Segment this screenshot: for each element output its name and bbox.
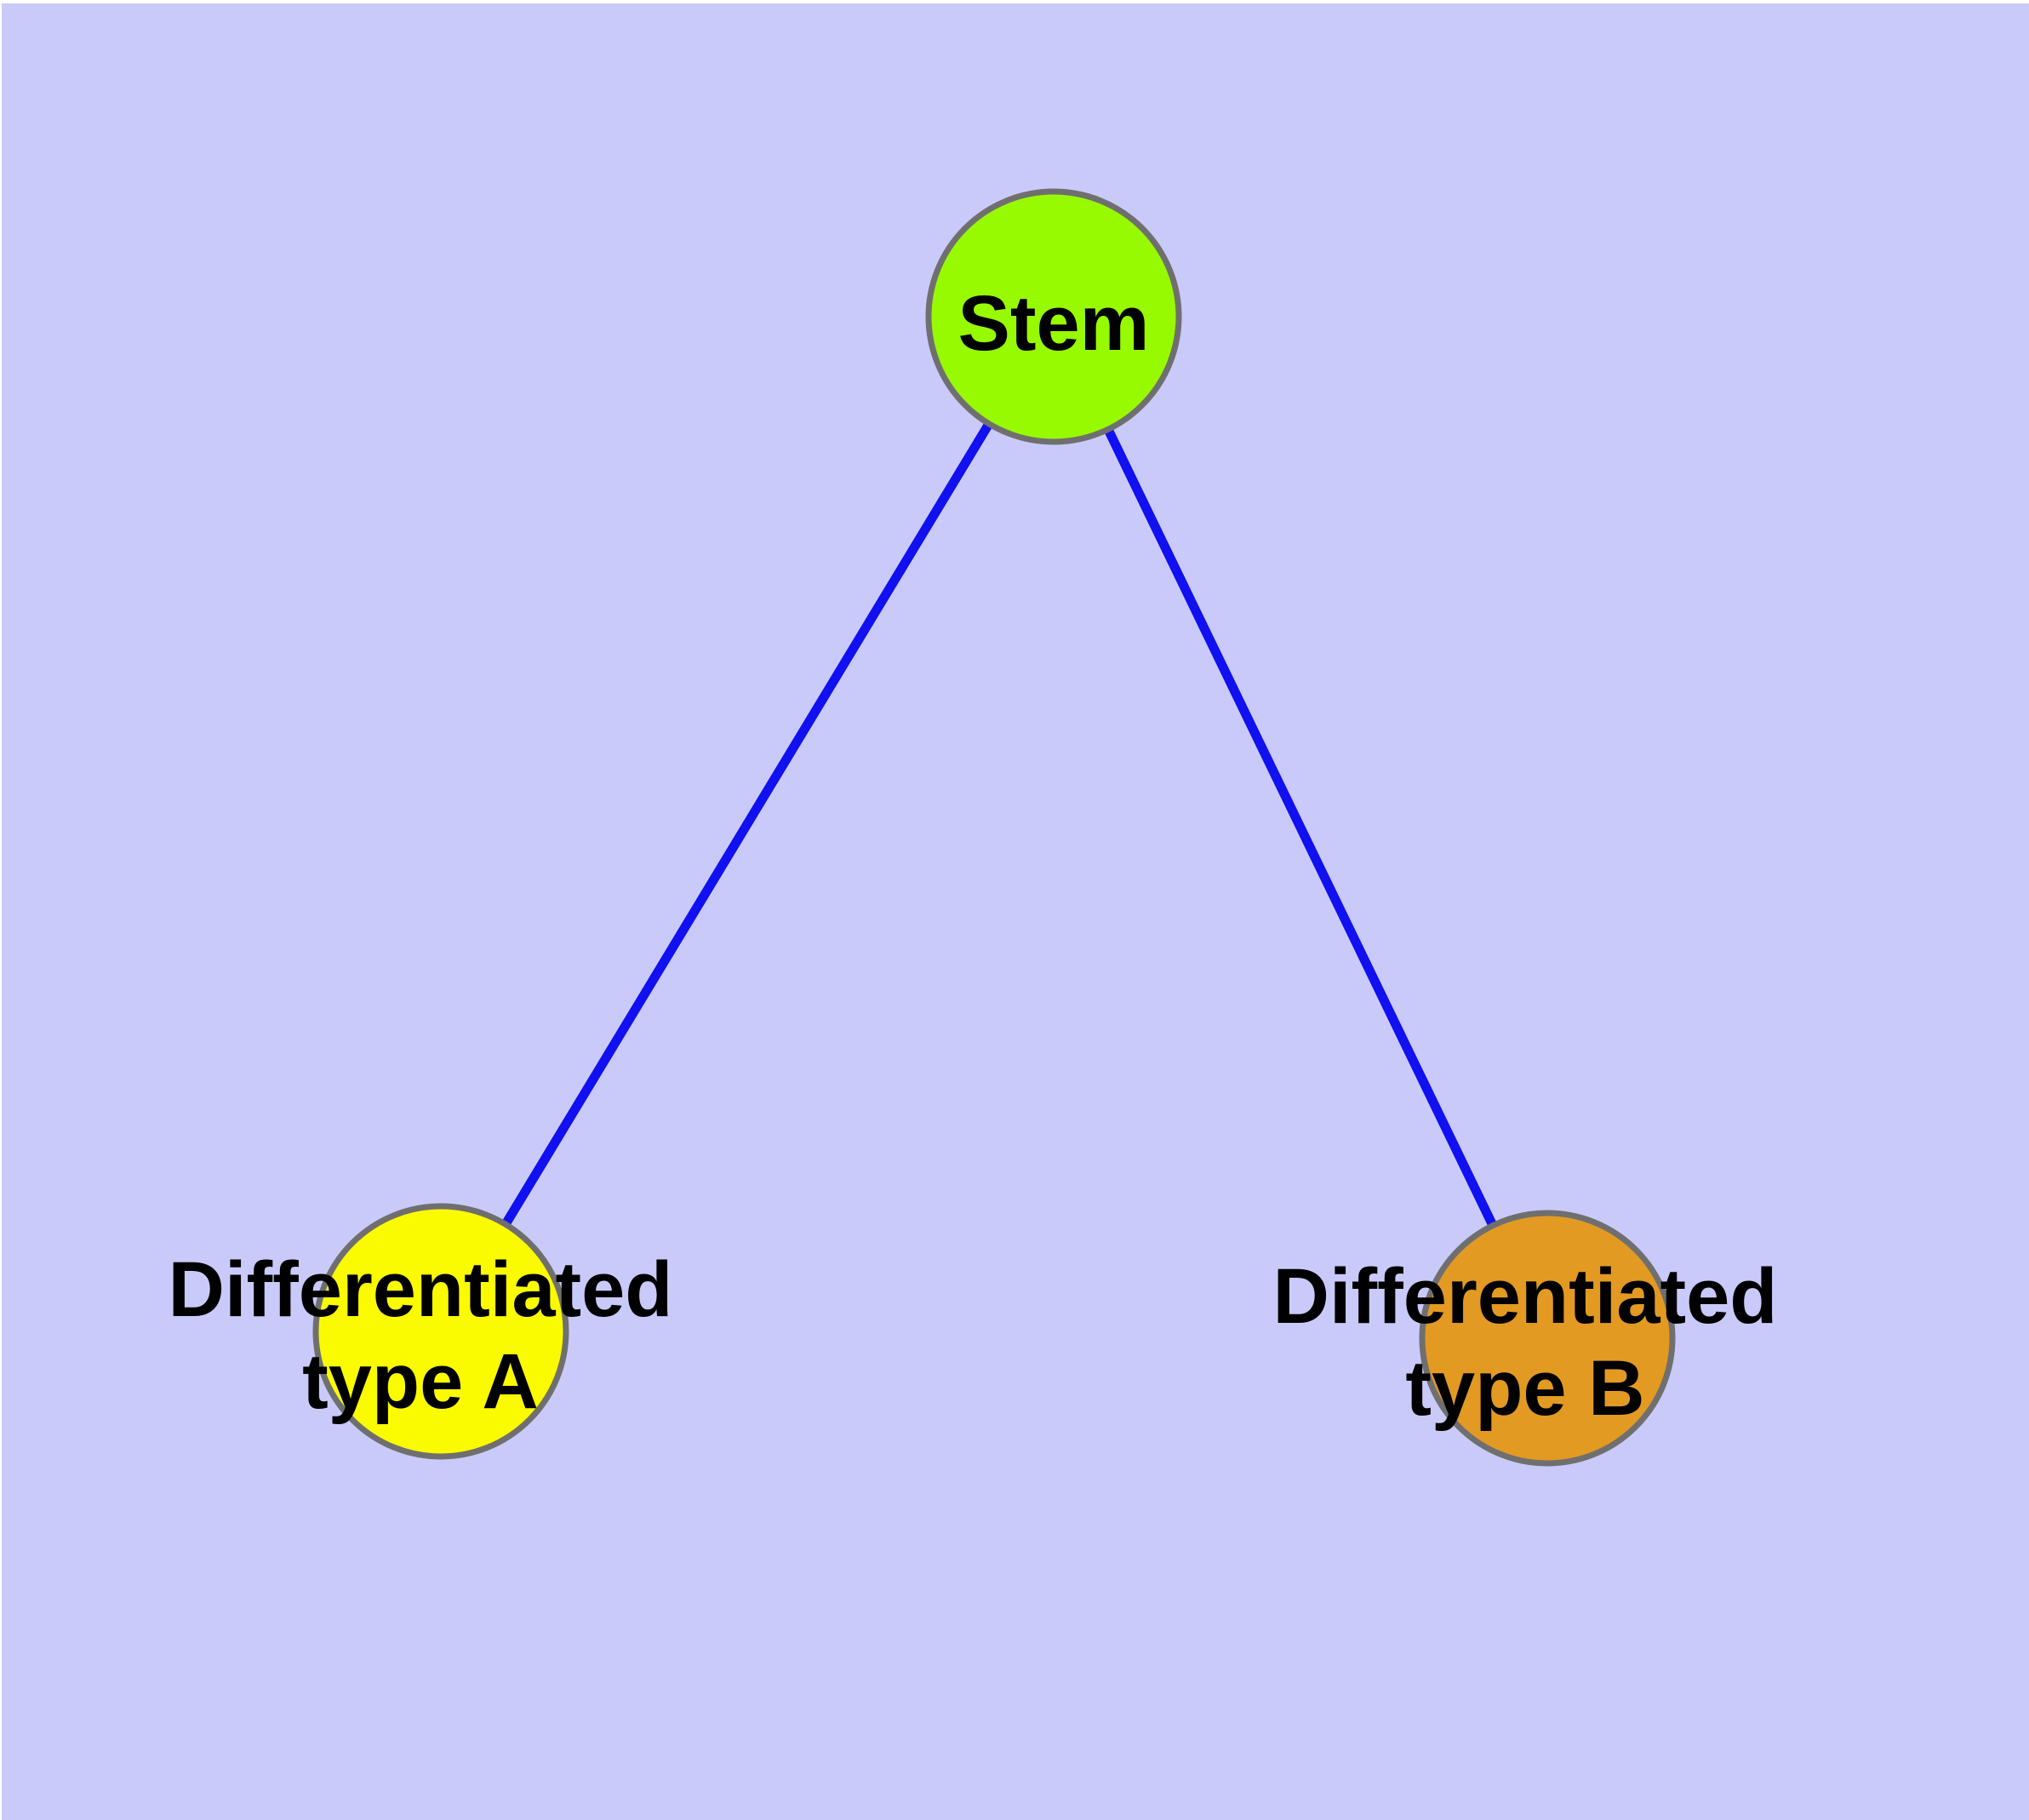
- edge-stem-to-type-b: [1049, 314, 1552, 1341]
- node-type-b-label-line2: type B: [1405, 1345, 1645, 1432]
- node-type-b-label: Differentiated type B: [1273, 1251, 1778, 1434]
- node-stem-label-text: Stem: [957, 280, 1150, 367]
- node-stem-circle: [925, 188, 1182, 445]
- node-stem-label: Stem: [958, 278, 1150, 369]
- node-type-a-label-line1: Differentiated: [168, 1246, 673, 1333]
- node-type-a-label-line2: type A: [302, 1338, 539, 1425]
- node-type-a-circle: [312, 1203, 569, 1460]
- edge-stem-to-type-a: [437, 314, 1058, 1334]
- node-type-a-label: Differentiated type A: [169, 1244, 673, 1428]
- node-type-b-label-line1: Differentiated: [1272, 1253, 1778, 1340]
- node-type-b-circle: [1419, 1210, 1676, 1467]
